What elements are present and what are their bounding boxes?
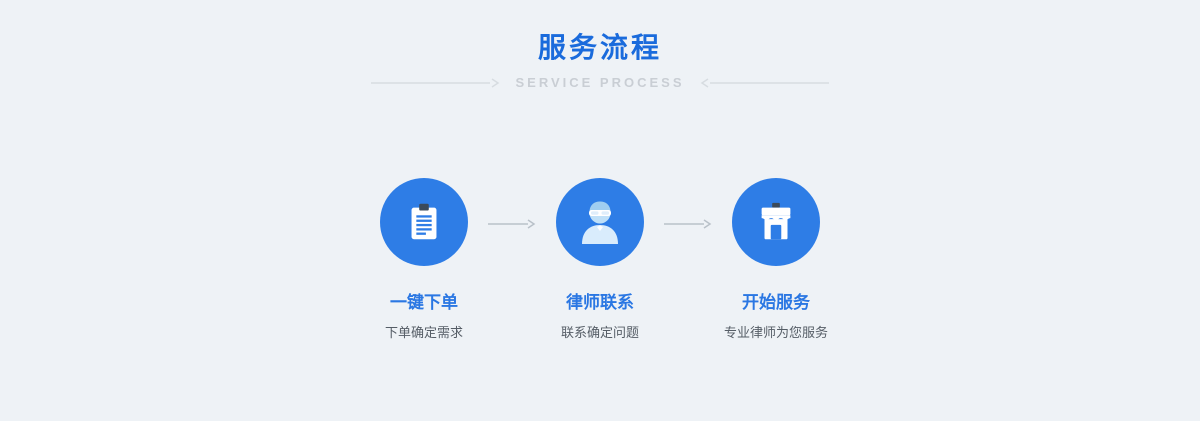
left-divider-arrow-icon [371, 77, 500, 88]
right-divider-arrow-icon [700, 77, 829, 88]
step-service-start: 开始服务 专业律师为您服务 [716, 178, 836, 341]
arrow-right-icon [484, 218, 540, 230]
steps-row: 一键下单 下单确定需求 律师联系 [0, 178, 1200, 341]
lawyer-avatar-icon [582, 201, 618, 244]
step-order: 一键下单 下单确定需求 [364, 178, 484, 341]
step-order-label: 一键下单 [390, 293, 458, 312]
clipboard-order-icon [411, 203, 437, 240]
step-lawyer-circle [556, 178, 644, 266]
section-subtitle: SERVICE PROCESS [515, 75, 685, 90]
step-lawyer-contact: 律师联系 联系确定问题 [540, 178, 660, 341]
step-order-desc: 下单确定需求 [384, 325, 463, 340]
section-header: 服务流程 SERVICE PROCESS [0, 0, 1200, 90]
storefront-icon [761, 202, 791, 240]
step-lawyer-label: 律师联系 [566, 293, 634, 312]
step-order-circle [380, 178, 468, 266]
section-subtitle-row: SERVICE PROCESS [0, 75, 1200, 90]
step-service-desc: 专业律师为您服务 [723, 325, 828, 340]
step-service-circle [732, 178, 820, 266]
section-title: 服务流程 [537, 32, 662, 63]
step-lawyer-desc: 联系确定问题 [560, 325, 639, 340]
arrow-right-icon [660, 218, 716, 230]
step-service-label: 开始服务 [742, 293, 810, 312]
